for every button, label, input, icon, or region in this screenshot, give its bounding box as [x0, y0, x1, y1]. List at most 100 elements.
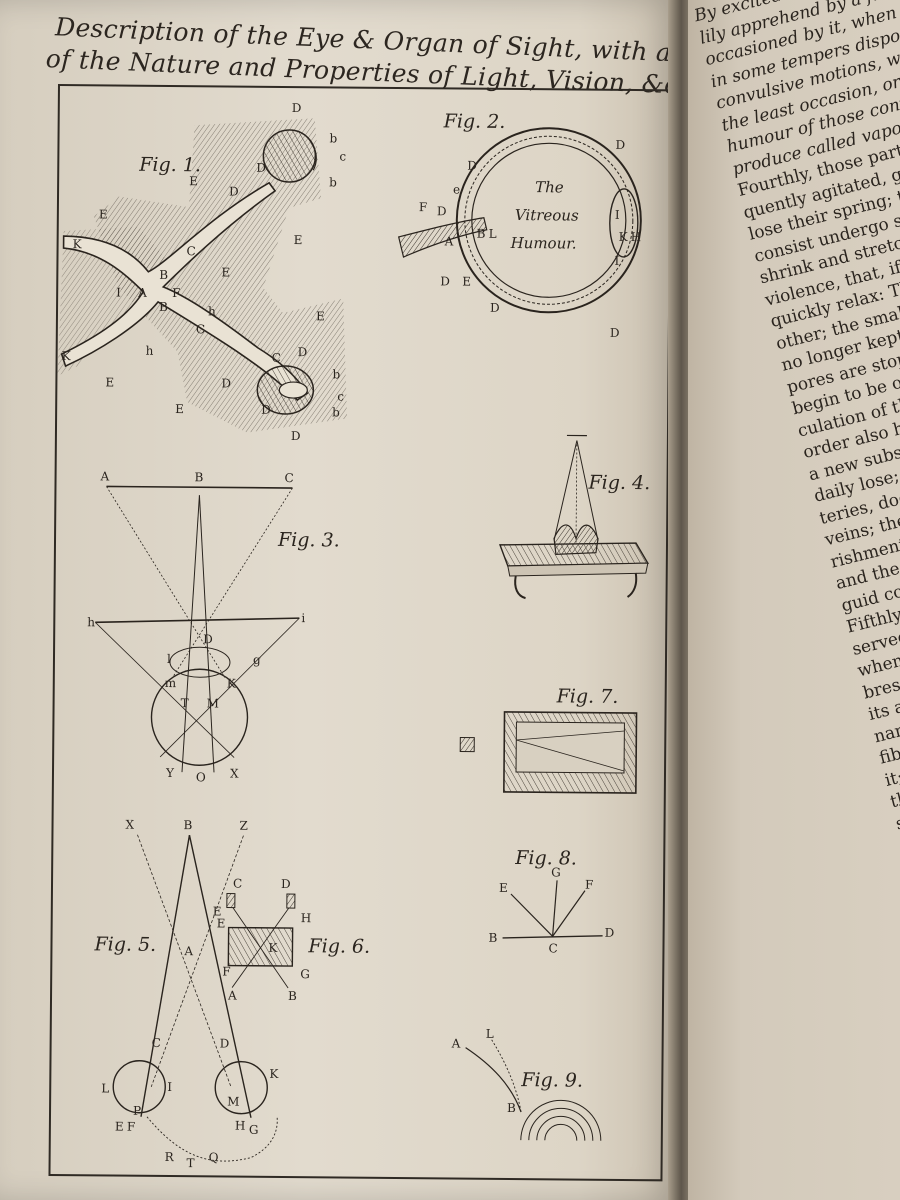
svg-text:T: T	[181, 696, 189, 710]
svg-text:D: D	[440, 274, 450, 288]
svg-text:T: T	[187, 1156, 195, 1170]
vitreous-label-1: The	[535, 178, 564, 196]
svg-text:D: D	[261, 403, 271, 417]
svg-text:E: E	[316, 309, 325, 323]
svg-text:K: K	[268, 941, 278, 955]
svg-text:Q: Q	[209, 1150, 219, 1164]
svg-text:E: E	[217, 916, 226, 930]
right-page: By excited by thatlily apprehend by a fr…	[688, 0, 900, 1200]
svg-text:K: K	[269, 1067, 279, 1081]
svg-text:D: D	[292, 101, 302, 115]
fig1-label: Fig. 1.	[138, 154, 201, 177]
svg-text:B: B	[195, 470, 204, 484]
svg-text:E: E	[115, 1120, 124, 1134]
svg-text:I: I	[116, 286, 121, 300]
fig4-table-apparatus: Fig. 4.	[498, 434, 650, 600]
fig8-letters: B C D E G F	[489, 865, 615, 955]
svg-text:M: M	[207, 696, 219, 710]
left-page: Description of the Eye & Organ of Sight,…	[0, 0, 680, 1200]
svg-text:E: E	[175, 402, 184, 416]
svg-text:M: M	[227, 1095, 239, 1109]
svg-text:E: E	[294, 233, 303, 247]
svg-text:b: b	[332, 405, 340, 419]
svg-text:D: D	[221, 376, 231, 390]
svg-text:D: D	[229, 184, 239, 198]
svg-text:D: D	[291, 429, 301, 443]
svg-text:H: H	[301, 911, 312, 925]
svg-text:D: D	[220, 1036, 230, 1050]
svg-text:K: K	[619, 230, 629, 244]
fig3-letters: A B C h i D l g m K T M Y O X	[87, 469, 305, 784]
svg-text:K: K	[227, 676, 237, 690]
svg-text:A: A	[183, 944, 193, 958]
svg-text:R: R	[165, 1150, 175, 1164]
svg-text:A: A	[100, 469, 110, 483]
right-page-text: By excited by thatlily apprehend by a fr…	[692, 0, 900, 1200]
svg-text:D: D	[610, 326, 620, 340]
svg-text:C: C	[548, 941, 557, 955]
svg-text:b: b	[329, 175, 337, 189]
svg-text:C: C	[186, 244, 195, 258]
fig8-angle-lines: B C D E G F Fig. 8.	[489, 847, 615, 955]
fig5-convergence: X B Z E A L I C D M K P E F H G R	[93, 818, 279, 1171]
svg-text:D: D	[615, 138, 625, 152]
fig6-letters: C D H E K F G A B	[217, 877, 312, 1004]
svg-text:A: A	[451, 1036, 461, 1050]
svg-text:D: D	[256, 161, 266, 175]
svg-text:X: X	[125, 818, 134, 832]
svg-text:D: D	[490, 301, 500, 315]
svg-text:F: F	[172, 286, 180, 300]
svg-text:E: E	[221, 265, 230, 279]
svg-text:E: E	[189, 174, 198, 188]
svg-text:B: B	[507, 1101, 516, 1115]
svg-text:I: I	[614, 254, 619, 268]
svg-text:G: G	[249, 1123, 259, 1137]
svg-text:L: L	[489, 227, 497, 241]
svg-text:b: b	[332, 367, 340, 381]
fig6-label: Fig. 6.	[307, 935, 370, 958]
svg-text:L: L	[101, 1081, 109, 1095]
svg-text:e: e	[453, 182, 460, 196]
fig4-label: Fig. 4.	[587, 472, 650, 495]
fig2-eye-section: The Vitreous Humour. D D e F D A B L I K…	[397, 110, 642, 340]
svg-text:A: A	[444, 234, 454, 248]
fig1-optic-nerves: D b c b D D E E K C E E B I A F B	[57, 101, 348, 443]
svg-text:A: A	[137, 286, 147, 300]
fig9-letters: A L B	[451, 1027, 517, 1115]
svg-text:D: D	[605, 926, 615, 940]
fig3-ray-diagram: A B C h i D l g m K T M Y O X Fig. 3.	[87, 469, 340, 784]
svg-text:h: h	[146, 344, 154, 358]
svg-text:D: D	[467, 159, 477, 173]
svg-text:E: E	[99, 207, 108, 221]
svg-text:h: h	[87, 615, 95, 629]
fig7-camera-box: Fig. 7.	[459, 685, 638, 794]
svg-text:F: F	[585, 878, 593, 892]
svg-text:H: H	[631, 230, 642, 244]
svg-text:G: G	[300, 967, 310, 981]
fig7-label: Fig. 7.	[556, 685, 619, 708]
svg-text:Z: Z	[239, 819, 247, 833]
svg-text:C: C	[272, 351, 281, 365]
svg-text:h: h	[208, 304, 216, 318]
svg-text:B: B	[288, 989, 297, 1003]
fig6-candle-box: C D H E K F G A B Fig. 6.	[217, 877, 371, 1004]
svg-text:B: B	[489, 931, 498, 945]
svg-text:E: E	[105, 375, 114, 389]
fig2-letters: D D e F D A B L I K H I D E D D	[419, 138, 642, 340]
svg-text:G: G	[551, 865, 561, 879]
svg-text:D: D	[437, 204, 447, 218]
svg-text:H: H	[235, 1119, 246, 1133]
svg-text:E: E	[499, 881, 508, 895]
svg-text:X: X	[230, 767, 239, 781]
svg-text:L: L	[486, 1027, 494, 1041]
svg-text:A: A	[227, 989, 237, 1003]
svg-text:i: i	[301, 611, 305, 625]
svg-text:K: K	[73, 237, 83, 251]
svg-text:D: D	[281, 877, 291, 891]
svg-text:C: C	[233, 877, 242, 891]
copper-plate: D b c b D D E E K C E E B I A F B	[48, 84, 672, 1182]
svg-text:l: l	[167, 652, 171, 666]
svg-text:E: E	[462, 275, 471, 289]
svg-text:E: E	[213, 904, 222, 918]
svg-text:B: B	[183, 818, 192, 832]
